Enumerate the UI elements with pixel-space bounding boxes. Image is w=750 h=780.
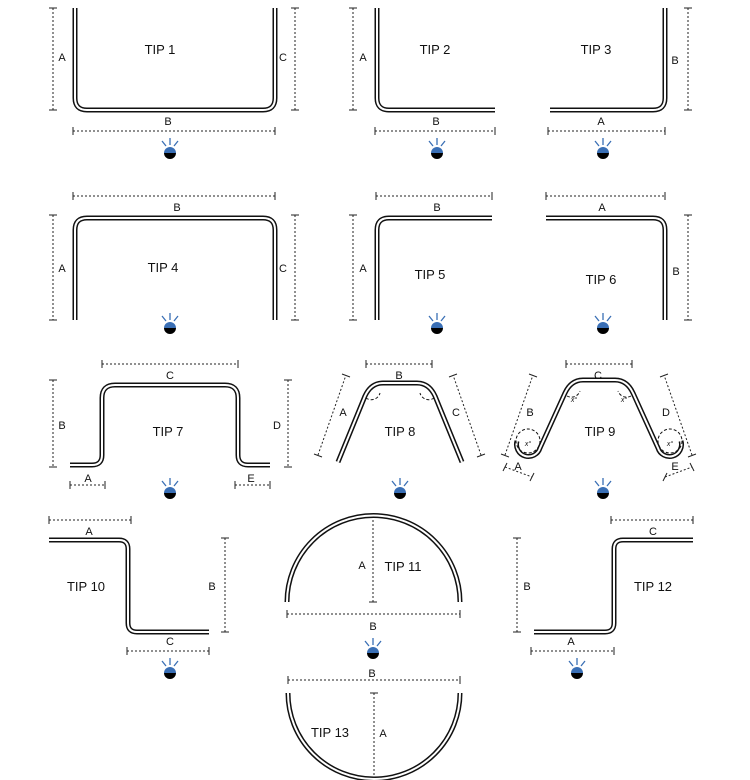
shape-title: TIP 3 <box>581 42 612 57</box>
dim-label-c: C <box>279 263 287 275</box>
bending-machine-icon <box>161 137 179 160</box>
shape-title: TIP 9 <box>585 424 616 439</box>
shape-tip-12: TIP 12 A B C <box>513 516 694 680</box>
shape-title: TIP 8 <box>385 424 416 439</box>
shape-tip-13: TIP 13 A B <box>285 668 463 780</box>
dim-label-a: A <box>339 407 347 419</box>
shape-tip-5: TIP 5 A B <box>349 192 493 335</box>
shape-tip-10: TIP 10 A B C <box>48 516 229 680</box>
shape-title: TIP 2 <box>420 42 451 57</box>
shape-tip-3: TIP 3 A B <box>547 7 692 160</box>
bending-machine-icon <box>428 312 446 335</box>
dim-label-d: D <box>662 407 670 419</box>
bending-machine-icon <box>161 312 179 335</box>
dim-label-b: B <box>368 668 375 680</box>
dim-label-c: C <box>166 636 174 648</box>
dim-label-a: A <box>58 263 66 275</box>
dim-label-c: C <box>452 407 460 419</box>
shape-tip-8: TIP 8 A B C <box>313 360 486 500</box>
dim-label-c: C <box>649 526 657 538</box>
dim-label-e: E <box>247 473 254 485</box>
shape-title: TIP 13 <box>311 725 349 740</box>
shape-title: TIP 11 <box>384 559 421 574</box>
angle-label: x° <box>666 440 674 448</box>
dim-label-b: B <box>173 202 180 214</box>
dim-label-a: A <box>85 526 93 538</box>
dim-label-d: D <box>273 420 281 432</box>
dim-label-b: B <box>523 581 530 593</box>
dim-label-a: A <box>58 52 66 64</box>
bending-machine-icon <box>161 477 179 500</box>
dim-label-a: A <box>379 728 387 740</box>
dim-label-b: B <box>526 407 533 419</box>
angle-label: x° <box>524 440 532 448</box>
shape-title: TIP 6 <box>586 272 617 287</box>
dim-label-a: A <box>358 560 366 572</box>
dim-label-a: A <box>598 202 606 214</box>
shape-tip-11: TIP 11 A B <box>284 513 463 660</box>
angle-label: x° <box>570 396 578 404</box>
shape-title: TIP 7 <box>153 424 184 439</box>
shape-tip-4: TIP 4 A B C <box>49 192 299 335</box>
dim-label-b: B <box>672 266 679 278</box>
dim-label-b: B <box>671 55 678 67</box>
shape-title: TIP 4 <box>148 260 179 275</box>
shape-title: TIP 10 <box>67 579 105 594</box>
angle-label: x° <box>620 396 628 404</box>
dim-label-b: B <box>432 116 439 128</box>
dim-label-b: B <box>433 202 440 214</box>
bending-machine-icon <box>428 137 446 160</box>
shape-title: TIP 1 <box>145 42 176 57</box>
dim-label-c: C <box>594 370 602 382</box>
shape-tip-9: x° x° x° x° TIP 9 A B C D E <box>500 360 697 500</box>
dim-label-b: B <box>164 116 171 128</box>
bending-machine-icon <box>161 657 179 680</box>
dim-label-a: A <box>359 52 367 64</box>
shape-title: TIP 12 <box>634 579 672 594</box>
dim-label-b: B <box>369 621 376 633</box>
shape-tip-7: TIP 7 A B C D E <box>49 360 292 500</box>
bending-machine-icon <box>594 312 612 335</box>
bending-machine-icon <box>391 477 409 500</box>
dim-label-b: B <box>208 581 215 593</box>
dim-label-a: A <box>597 116 605 128</box>
shape-tip-2: TIP 2 A B <box>349 7 496 160</box>
shape-title: TIP 5 <box>415 267 446 282</box>
bending-machine-icon <box>364 637 382 660</box>
bending-machine-icon <box>594 477 612 500</box>
dim-label-a: A <box>84 473 92 485</box>
dim-label-c: C <box>166 370 174 382</box>
bending-machine-icon <box>594 137 612 160</box>
dim-label-b: B <box>58 420 65 432</box>
dim-label-a: A <box>359 263 367 275</box>
shape-tip-6: TIP 6 A B <box>545 192 692 335</box>
dim-label-a: A <box>514 461 522 473</box>
dim-label-a: A <box>567 636 575 648</box>
shape-tip-1: TIP 1 A B C <box>49 7 299 160</box>
dim-label-e: E <box>671 461 678 473</box>
bending-machine-icon <box>568 657 586 680</box>
dim-label-b: B <box>395 370 402 382</box>
dim-label-c: C <box>279 52 287 64</box>
